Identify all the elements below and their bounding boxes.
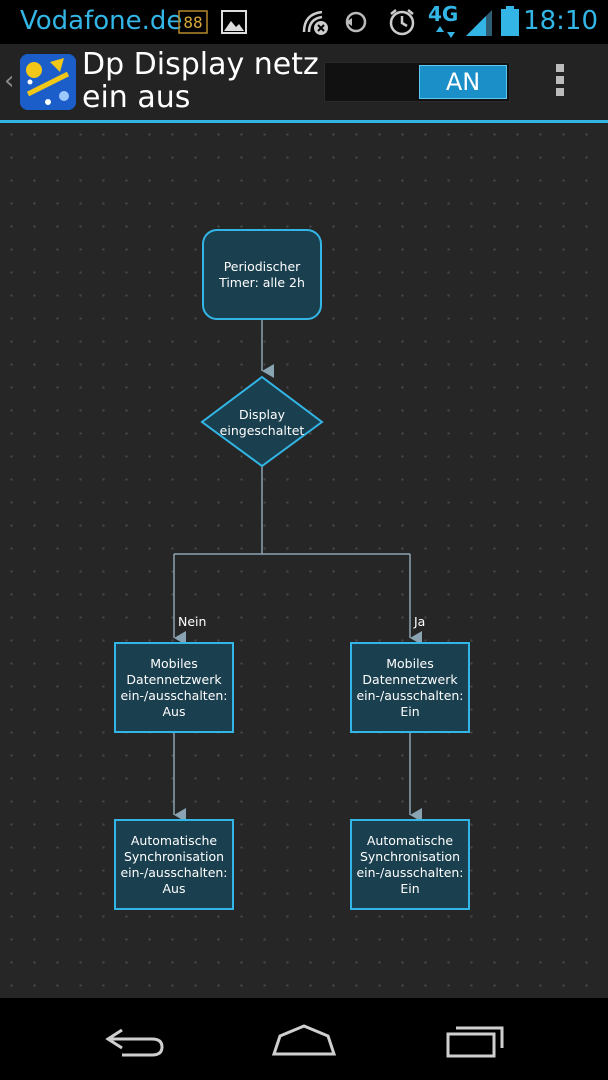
node-sync-off-line-2: Synchronisation: [124, 849, 224, 864]
node-sync-on-line-2: Synchronisation: [360, 849, 460, 864]
branch-no-label: Nein: [178, 614, 206, 629]
battery-icon: [501, 6, 519, 36]
node-timer-line-2: Timer: alle 2h: [218, 275, 305, 290]
node-condition-line-1: Display: [239, 407, 286, 422]
carrier-name: Vodafone.de: [20, 6, 183, 36]
node-sync-off[interactable]: Automatische Synchronisation ein-/aussch…: [114, 819, 234, 910]
nfc-off-icon: [302, 10, 328, 35]
edge-condition-branch: [174, 466, 410, 555]
node-mobile-off-line-4: Aus: [163, 704, 186, 719]
node-mobile-off[interactable]: Mobiles Datennetzwerk ein-/ausschalten: …: [114, 642, 234, 733]
navigation-bar: [0, 998, 608, 1080]
notification-88-icon: 88: [178, 10, 208, 34]
title-line-2: ein aus: [82, 80, 191, 115]
node-sync-off-line-4: Aus: [163, 881, 186, 896]
status-bar: Vodafone.de 88 4G 18:10: [0, 0, 608, 44]
home-icon[interactable]: [270, 1022, 338, 1058]
clock: 18:10: [523, 6, 598, 36]
up-caret-icon[interactable]: ‹: [4, 66, 15, 96]
node-mobile-on-line-2: Datennetzwerk: [362, 672, 458, 687]
data-activity-icon: [436, 26, 455, 38]
node-mobile-on-line-3: ein-/ausschalten:: [356, 688, 463, 703]
node-sync-off-line-3: ein-/ausschalten:: [120, 865, 227, 880]
enable-toggle[interactable]: AN: [324, 62, 510, 102]
network-type: 4G: [428, 2, 459, 26]
alarm-icon: [389, 9, 415, 36]
node-condition-line-2: eingeschaltet: [220, 423, 305, 438]
overflow-menu-icon[interactable]: [552, 64, 568, 102]
node-mobile-off-line-1: Mobiles: [150, 656, 198, 671]
node-timer-line-1: Periodischer: [224, 259, 301, 274]
app-icon[interactable]: [20, 54, 76, 110]
node-sync-on-line-4: Ein: [400, 881, 419, 896]
node-timer[interactable]: Periodischer Timer: alle 2h: [202, 229, 322, 320]
signal-icon: [466, 10, 492, 36]
node-mobile-on-line-4: Ein: [400, 704, 419, 719]
sync-icon: [345, 11, 367, 33]
node-sync-on-line-1: Automatische: [367, 833, 454, 848]
node-sync-on[interactable]: Automatische Synchronisation ein-/aussch…: [350, 819, 470, 910]
back-icon[interactable]: [100, 1024, 170, 1060]
flowchart: Nein Ja Periodischer Timer: alle 2h Disp…: [114, 229, 470, 910]
node-condition[interactable]: Display eingeschaltet: [200, 375, 324, 468]
svg-text:88: 88: [183, 13, 202, 32]
gallery-icon: [221, 10, 247, 34]
node-mobile-on-line-1: Mobiles: [386, 656, 434, 671]
toggle-on-label: AN: [419, 65, 507, 99]
node-mobile-on[interactable]: Mobiles Datennetzwerk ein-/ausschalten: …: [350, 642, 470, 733]
recent-apps-icon[interactable]: [444, 1022, 508, 1060]
node-mobile-off-line-2: Datennetzwerk: [126, 672, 222, 687]
node-mobile-off-line-3: ein-/ausschalten:: [120, 688, 227, 703]
node-sync-on-line-3: ein-/ausschalten:: [356, 865, 463, 880]
title-line-1: Dp Display netz: [82, 47, 319, 82]
flow-canvas[interactable]: Nein Ja Periodischer Timer: alle 2h Disp…: [0, 123, 608, 998]
branch-yes-label: Ja: [413, 614, 425, 629]
page-title: Dp Display netz ein aus: [82, 48, 322, 114]
action-bar: ‹ Dp Display netz ein aus AN: [0, 44, 608, 123]
node-sync-off-line-1: Automatische: [131, 833, 218, 848]
